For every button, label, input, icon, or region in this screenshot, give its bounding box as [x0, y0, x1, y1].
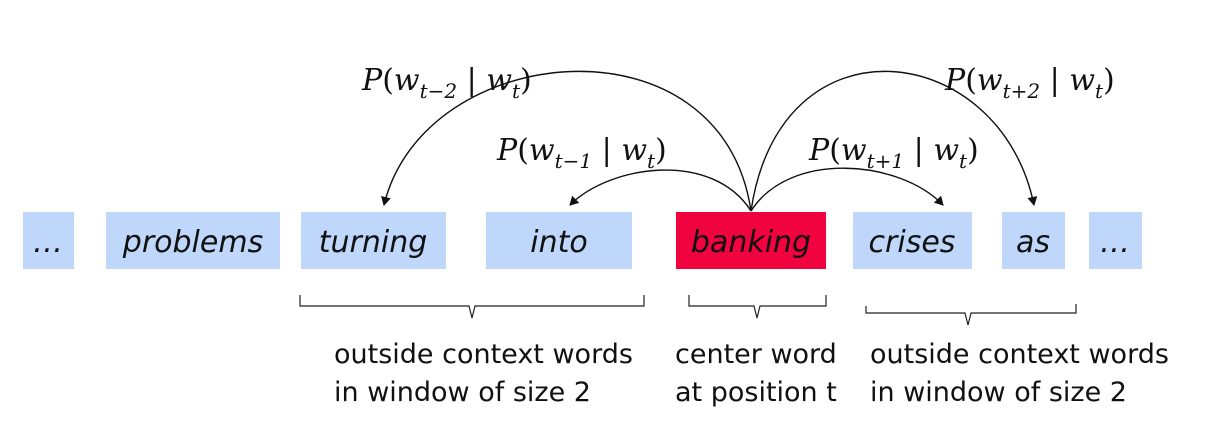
- word-into: into: [486, 212, 632, 269]
- center-word-label: banking: [691, 225, 811, 260]
- caption-left-line1: outside context words: [334, 339, 633, 370]
- word-ellipsis-right: …: [1089, 212, 1142, 269]
- word-box: [23, 212, 74, 269]
- caption-right-line1: outside context words: [870, 339, 1169, 370]
- word-turning: turning: [301, 212, 446, 269]
- word-problems: problems: [106, 212, 280, 269]
- word-box: [301, 212, 446, 269]
- prob-t-plus-2: P(wt+2 | wt): [944, 63, 1115, 103]
- word-label: crises: [869, 225, 956, 260]
- caption-center-line2: at position t: [675, 377, 837, 408]
- word-box: [1002, 212, 1065, 269]
- brace-right-context: [865, 304, 1077, 326]
- word-label: as: [1016, 225, 1050, 260]
- brace-left-context: [299, 295, 645, 319]
- arrow-to-into: [569, 169, 752, 212]
- prediction-arrows: [381, 70, 1038, 212]
- word-label: …: [33, 225, 63, 260]
- prob-t-minus-1: P(wt−1 | wt): [496, 133, 667, 173]
- braces: [299, 295, 1077, 326]
- caption-left-line2: in window of size 2: [334, 377, 591, 408]
- word-label: turning: [319, 225, 428, 260]
- word-label: problems: [122, 225, 263, 260]
- captions: outside context words in window of size …: [334, 339, 1169, 408]
- word-ellipsis-left: …: [23, 212, 74, 269]
- arrow-to-crises: [750, 167, 944, 212]
- brace-center-word: [688, 295, 827, 319]
- word-crises: crises: [853, 212, 972, 269]
- word-sequence: … problems turning into banking crises a…: [23, 212, 1142, 269]
- word-label: …: [1100, 225, 1130, 260]
- center-word-box: [676, 212, 826, 269]
- word-box: [486, 212, 632, 269]
- word-banking-center: banking: [676, 212, 826, 269]
- caption-center-line1: center word: [675, 339, 837, 370]
- word-box: [1089, 212, 1142, 269]
- probability-labels: P(wt−2 | wt) P(wt−1 | wt) P(wt+1 | wt) P…: [361, 63, 1115, 173]
- word-as: as: [1002, 212, 1065, 269]
- arrow-to-as: [750, 70, 1038, 212]
- prob-t-plus-1: P(wt+1 | wt): [808, 133, 979, 173]
- arrow-to-turning: [381, 70, 752, 212]
- word-label: into: [530, 225, 587, 260]
- caption-right-line2: in window of size 2: [870, 377, 1127, 408]
- word-box: [106, 212, 280, 269]
- prob-t-minus-2: P(wt−2 | wt): [361, 63, 532, 103]
- word-box: [853, 212, 972, 269]
